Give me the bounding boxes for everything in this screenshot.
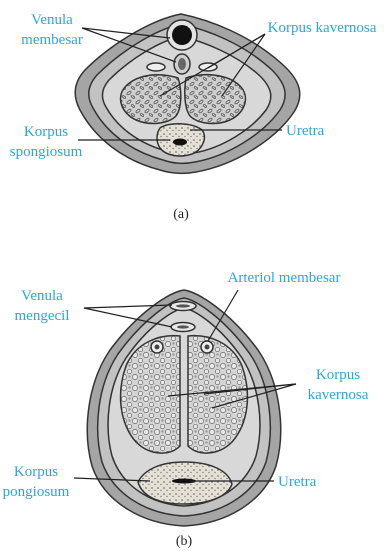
fig-a-venula-lumen [172,25,192,45]
fig-b-venula-top-lumen [176,304,190,307]
fig-b-label-korpus-sp-2: pongiosum [3,484,70,500]
fig-b-label-venula-2: mengecil [15,308,70,324]
fig-a-label-korpus-kavernosa: Korpus kavernosa [268,20,377,36]
fig-b-arteriol-left-lumen [155,345,160,350]
fig-a-uretra [173,139,187,146]
figure-b: Venula mengecil Arteriol membesar Korpus… [3,270,369,549]
fig-a-label-venula-2: membesar [21,32,83,48]
fig-b-label-venula-1: Venula [21,288,63,304]
fig-a-label-korpus-sp-1: Korpus [24,124,68,140]
fig-a-caption: (a) [173,207,189,222]
fig-b-label-korpus-kav-1: Korpus [316,367,360,383]
fig-b-arteriol-right-lumen [205,345,210,350]
fig-b-label-korpus-kav-2: kavernosa [308,387,369,403]
fig-b-label-arteriol: Arteriol membesar [228,270,341,286]
fig-a-label-venula-1: Venula [31,12,73,28]
fig-a-corpus-cavernosum-right [185,75,246,124]
fig-a-vessel-small-lumen [178,58,186,70]
fig-b-label-korpus-sp-1: Korpus [14,464,58,480]
fig-a-label-korpus-sp-2: spongiosum [10,144,83,160]
fig-a-label-uretra: Uretra [286,123,325,139]
fig-b-caption: (b) [176,534,193,549]
figure-a: Venula membesar Korpus kavernosa Korpus … [10,12,377,222]
fig-b-label-uretra: Uretra [278,474,317,490]
fig-a-arteriol-left [147,63,165,71]
fig-a-corpus-cavernosum-left [121,75,181,124]
fig-b-venula-bottom-lumen [177,325,189,328]
